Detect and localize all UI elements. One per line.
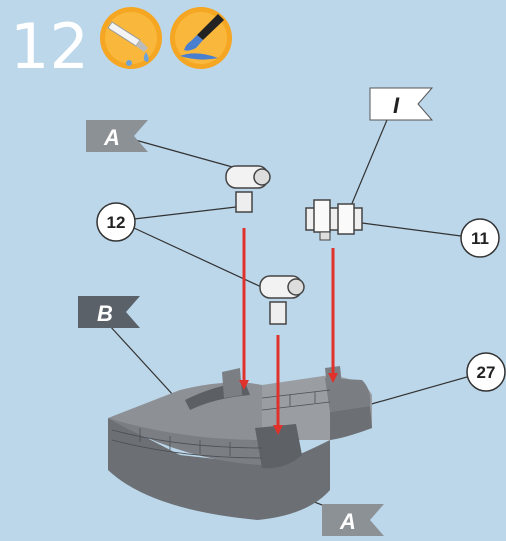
- flag-b-label: B: [97, 301, 113, 326]
- paint-brush-icon: [170, 7, 232, 69]
- part-11: [306, 200, 362, 240]
- flag-a-top-label: A: [103, 125, 120, 150]
- callout-27-label: 27: [477, 363, 496, 382]
- part-12-lower: [260, 276, 304, 324]
- flag-a-top: A: [86, 120, 148, 152]
- flag-a-bottom: A: [322, 504, 384, 536]
- callout-12: 12: [97, 203, 135, 241]
- base-model: [108, 366, 372, 520]
- flag-b: B: [78, 296, 140, 328]
- flag-a-bottom-label: A: [339, 509, 356, 534]
- glue-bottle-icon: [100, 7, 162, 69]
- flag-i-label: I: [393, 93, 400, 118]
- callout-11: 11: [461, 219, 499, 257]
- step-number: 12: [10, 10, 89, 83]
- callout-11-label: 11: [471, 229, 489, 248]
- flag-i: I: [370, 88, 432, 120]
- callout-27: 27: [467, 353, 505, 391]
- part-12-upper: [226, 166, 270, 212]
- callout-12-label: 12: [107, 213, 126, 232]
